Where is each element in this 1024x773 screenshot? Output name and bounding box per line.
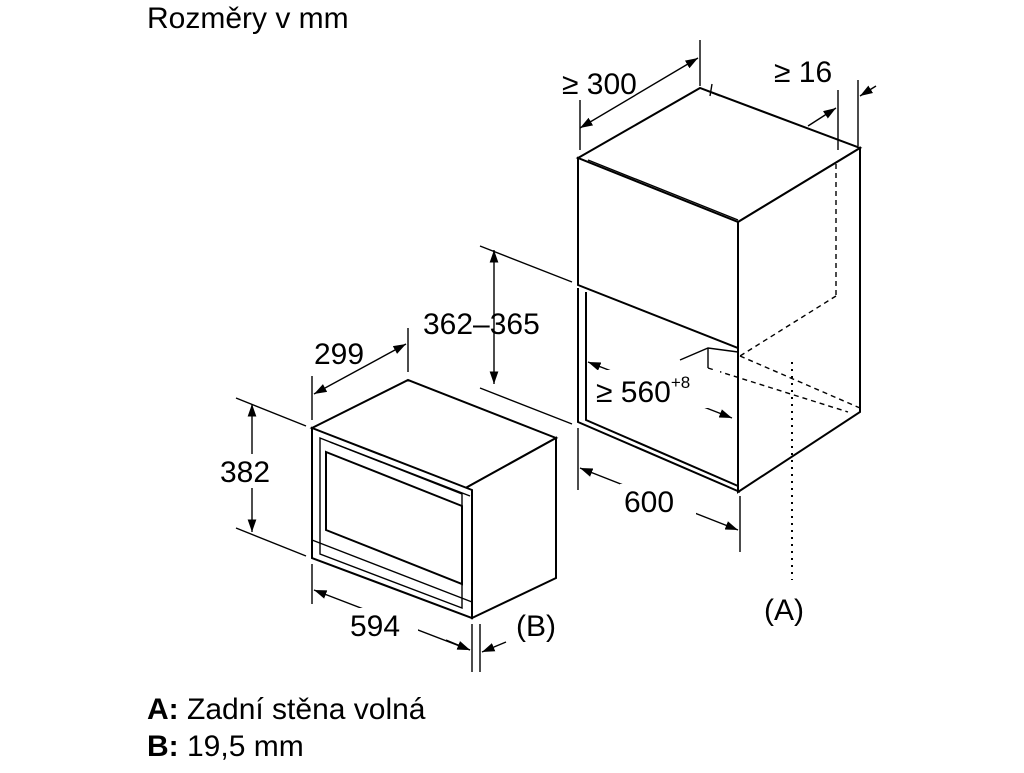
appliance-front-face xyxy=(311,426,473,620)
cabinet-edge xyxy=(587,159,739,221)
dim-appliance-height: 382 xyxy=(218,397,307,557)
label-marker-a: (A) xyxy=(764,594,804,627)
marker-a-pointer: (A) xyxy=(764,362,804,627)
label-clearance: ≥ 16 xyxy=(774,56,832,89)
appliance-top-edge xyxy=(329,441,471,497)
cabinet-niche xyxy=(575,83,863,494)
dim-niche-inner-width: ≥ 560+8 xyxy=(587,361,733,419)
label-niche-inner-width: ≥ 560+8 xyxy=(596,373,690,409)
niche-back-step xyxy=(679,347,739,361)
hidden-edge xyxy=(739,355,861,409)
label-appliance-height: 382 xyxy=(220,456,270,489)
legend-item-a: A: Zadní stěna volná xyxy=(147,693,426,727)
dim-niche-height: 362–365 xyxy=(423,245,573,425)
legend-item-b: B: 19,5 mm xyxy=(147,730,304,764)
legend-key: A: xyxy=(147,693,179,726)
label-marker-b: (B) xyxy=(516,610,556,643)
diagram-title: Rozměry v mm xyxy=(147,2,349,35)
label-niche-outer-width: 600 xyxy=(624,486,674,519)
cabinet-notch xyxy=(699,87,721,97)
dim-appliance-width: 594 xyxy=(311,564,473,672)
label-appliance-depth: 299 xyxy=(314,338,364,371)
hidden-edge xyxy=(707,367,849,413)
legend-key: B: xyxy=(147,730,179,763)
cabinet-notch xyxy=(709,83,713,97)
dim-niche-outer-width: 600 xyxy=(577,428,741,552)
label-appliance-width: 594 xyxy=(350,610,400,643)
niche-frame-inner xyxy=(585,292,739,487)
legend-text: 19,5 mm xyxy=(187,730,304,763)
appliance xyxy=(309,378,559,620)
dim-appliance-depth: 299 xyxy=(311,328,409,420)
label-niche-depth: ≥ 300 xyxy=(562,68,637,101)
dim-clearance: ≥ 16 xyxy=(774,56,877,150)
legend-text: Zadní stěna volná xyxy=(187,693,426,726)
appliance-door-window xyxy=(325,450,463,586)
hidden-edge xyxy=(739,295,837,357)
dim-niche-depth: ≥ 300 xyxy=(562,40,701,150)
dim-marker-b: (B) xyxy=(445,610,556,672)
label-niche-height: 362–365 xyxy=(423,308,540,341)
